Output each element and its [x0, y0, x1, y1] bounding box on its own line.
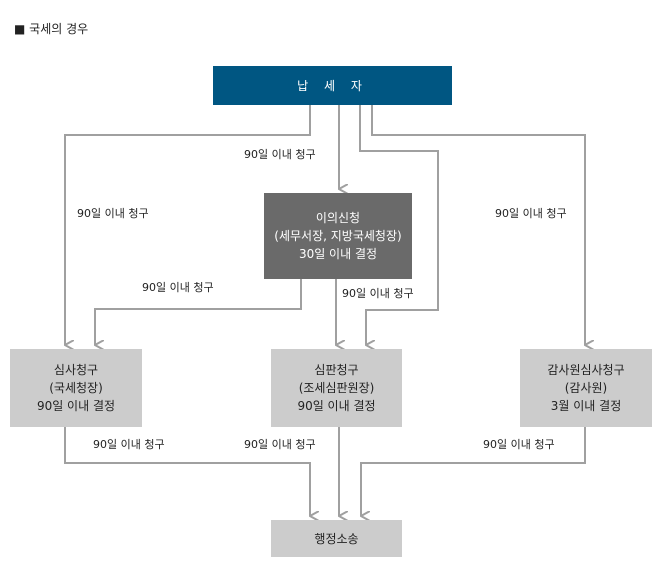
node-tribunal-title: 심판청구 [314, 363, 359, 377]
connector-taxpayer-tribunal [359, 105, 439, 345]
connector-review-lawsuit [64, 427, 310, 516]
section-heading: ■ 국세의 경우 [14, 22, 89, 36]
node-review-deadline: 90일 이내 결정 [36, 399, 116, 413]
label-objection-tribunal: 90일 이내 청구 [342, 287, 414, 300]
node-objection-title: 이의신청 [315, 211, 361, 225]
node-taxpayer-label: 납 세 자 [297, 78, 368, 93]
node-review: 심사청구 (국세청장) 90일 이내 결정 [10, 349, 142, 427]
connector-objection-review [94, 279, 302, 345]
node-lawsuit-label: 행정소송 [314, 531, 359, 546]
label-tribunal-lawsuit: 90일 이내 청구 [244, 438, 316, 451]
label-review-lawsuit: 90일 이내 청구 [93, 438, 165, 451]
connector-audit-lawsuit [360, 427, 586, 516]
connector-taxpayer-review [64, 105, 311, 345]
node-tribunal: 심판청구 (조세심판원장) 90일 이내 결정 [271, 349, 402, 427]
node-objection-deadline: 30일 이내 결정 [298, 247, 378, 261]
node-review-title: 심사청구 [53, 363, 99, 377]
label-taxpayer-review: 90일 이내 청구 [77, 207, 149, 220]
node-audit-authority: (감사원) [564, 381, 608, 395]
node-objection-authority: (세무서장, 지방국세청장) [274, 229, 402, 243]
node-objection: 이의신청 (세무서장, 지방국세청장) 30일 이내 결정 [264, 193, 412, 279]
node-tribunal-deadline: 90일 이내 결정 [297, 399, 376, 413]
label-audit-lawsuit: 90일 이내 청구 [483, 438, 555, 451]
label-objection-review: 90일 이내 청구 [142, 281, 214, 294]
node-audit-deadline: 3월 이내 결정 [550, 399, 622, 413]
node-lawsuit: 행정소송 [271, 520, 402, 557]
label-taxpayer-objection: 90일 이내 청구 [244, 148, 316, 161]
node-taxpayer: 납 세 자 [213, 66, 452, 105]
node-tribunal-authority: (조세심판원장) [298, 381, 375, 395]
label-taxpayer-audit: 90일 이내 청구 [495, 207, 567, 220]
connector-taxpayer-audit [371, 105, 585, 345]
node-audit-title: 감사원심사청구 [547, 363, 625, 377]
node-review-authority: (국세청장) [49, 381, 103, 395]
node-audit: 감사원심사청구 (감사원) 3월 이내 결정 [520, 349, 652, 427]
